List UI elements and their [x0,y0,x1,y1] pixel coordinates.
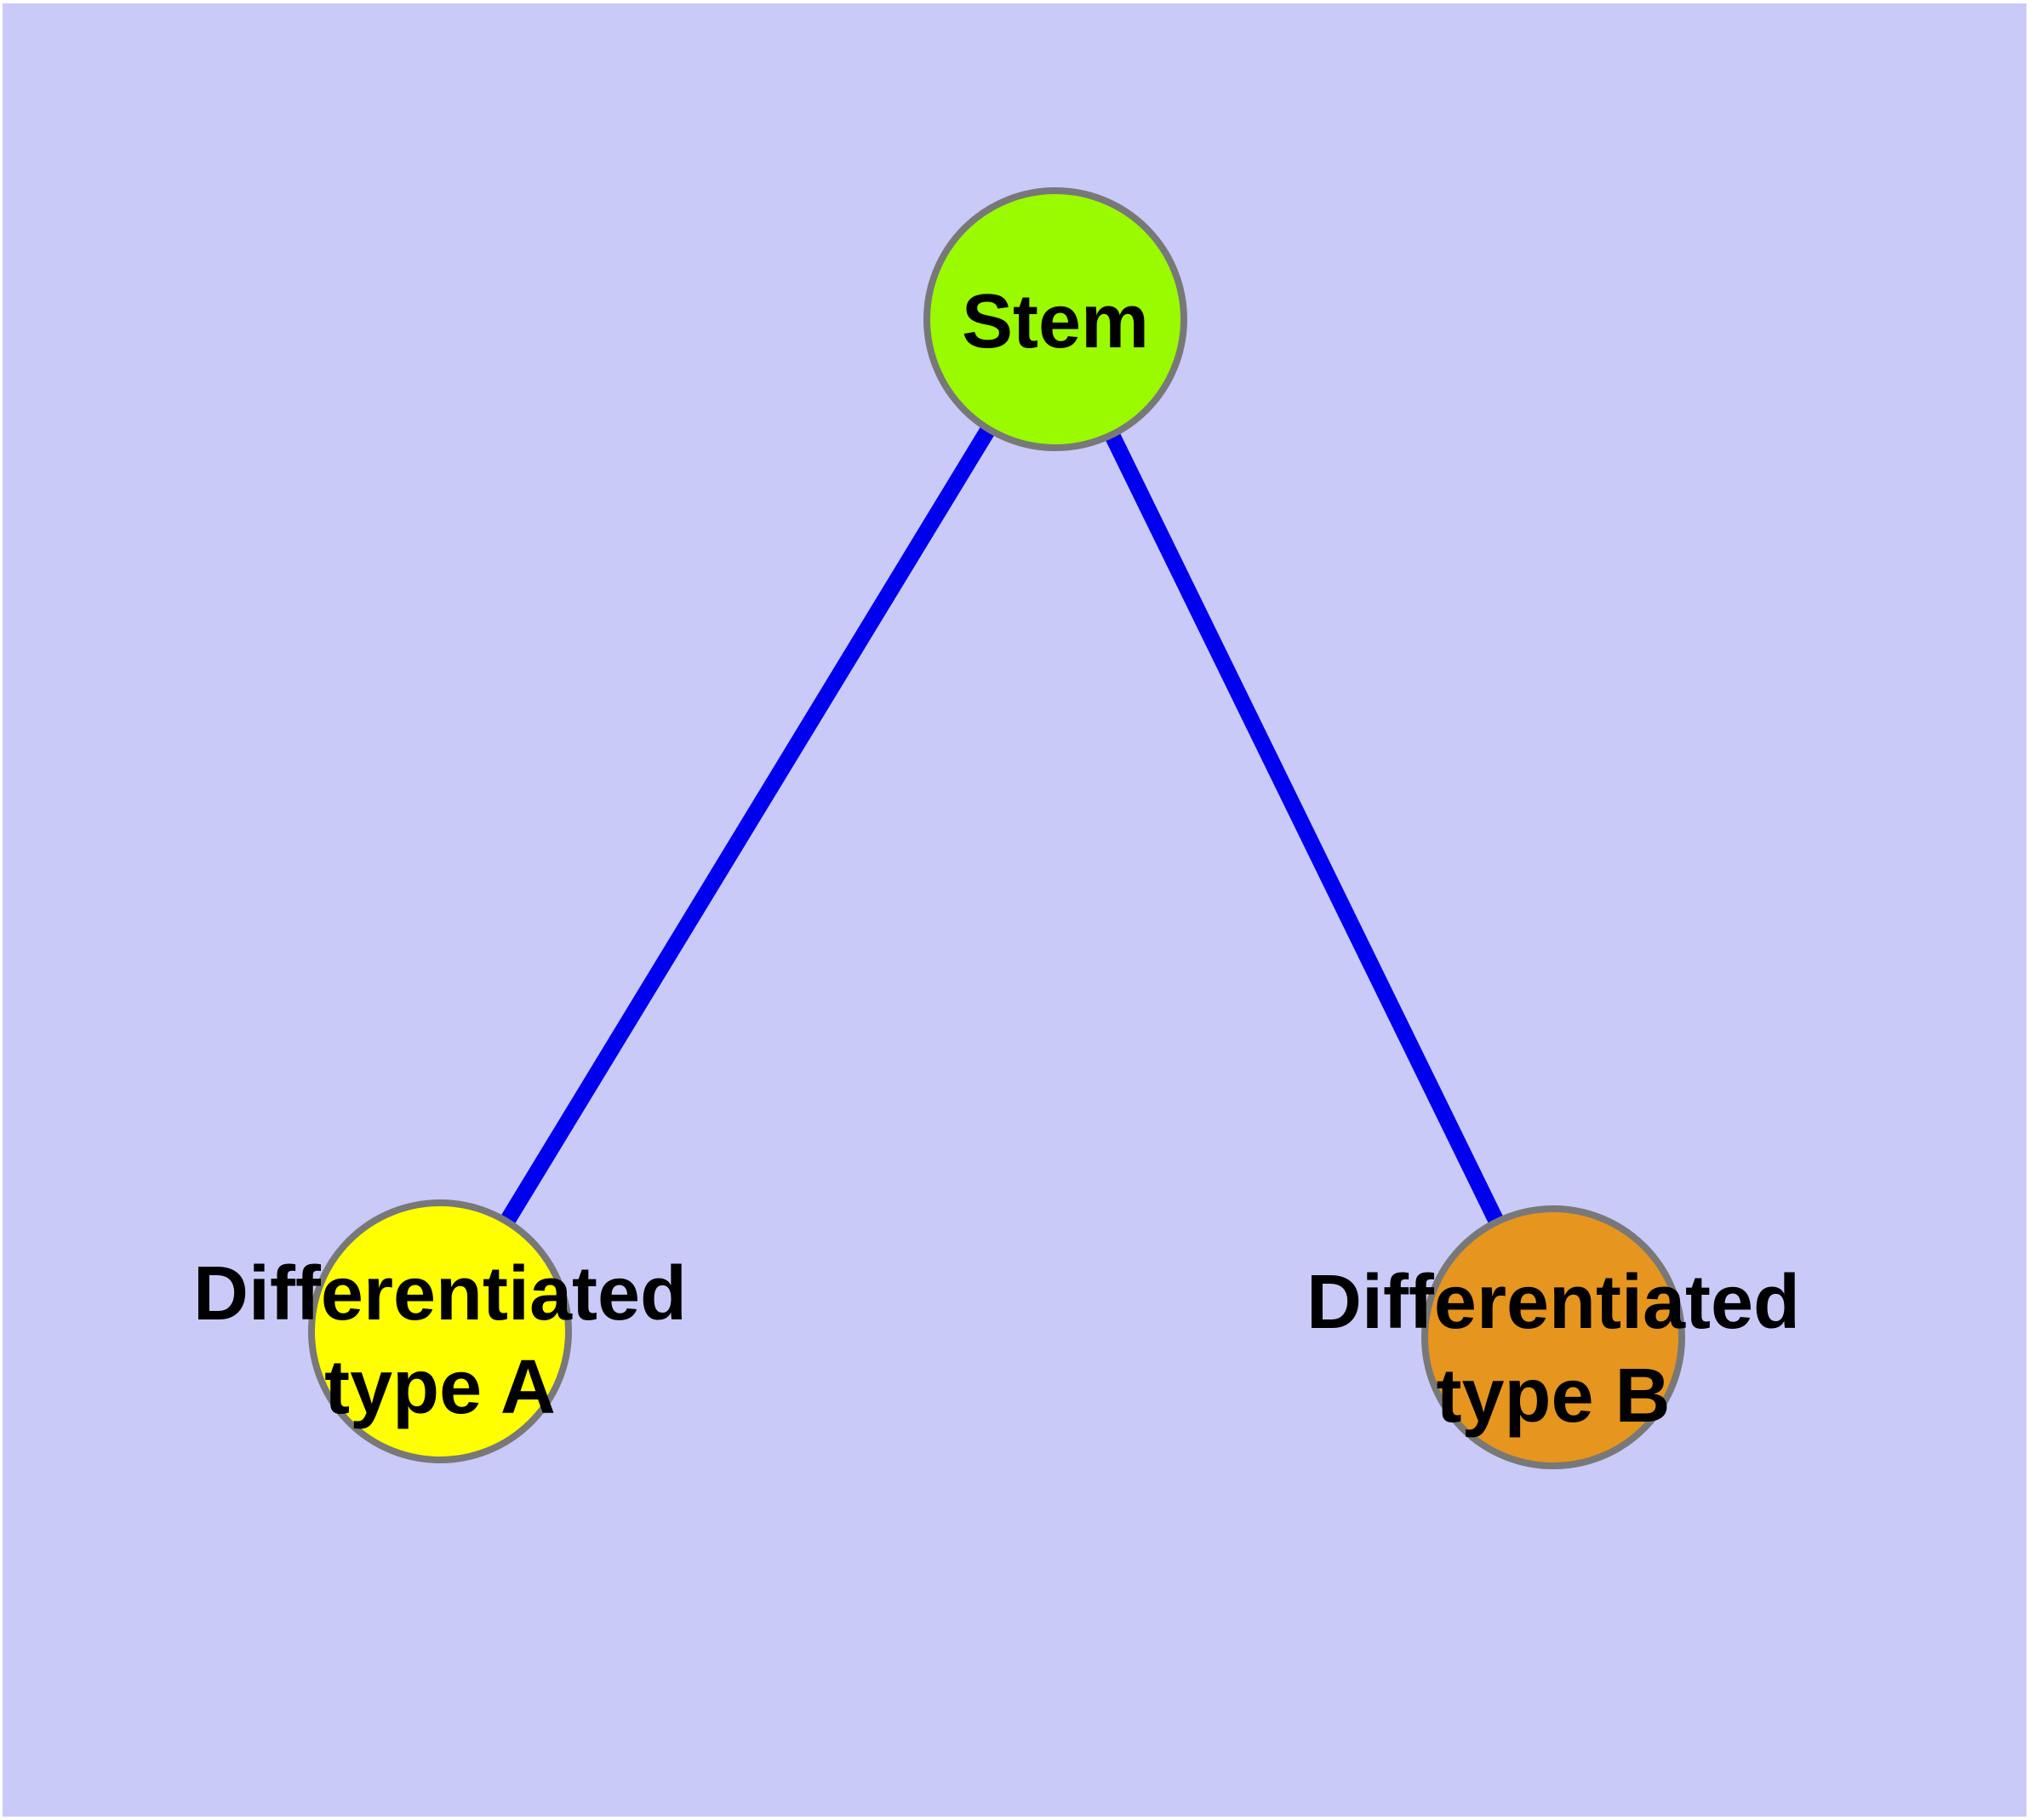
node-type-a-label-line1: Differentiated [193,1251,687,1336]
node-type-a [308,1199,572,1463]
node-type-b-label-line1: Differentiated [1306,1260,1800,1345]
node-stem [923,187,1187,451]
node-type-b-label-line2: type B [1436,1354,1670,1439]
edge-stem-to-type-a [432,315,1063,1336]
edge-stem-to-type-b [1048,315,1561,1342]
node-type-a-label-line2: type A [324,1345,556,1430]
node-type-b [1421,1205,1685,1469]
node-stem-label: Stem [962,279,1149,364]
